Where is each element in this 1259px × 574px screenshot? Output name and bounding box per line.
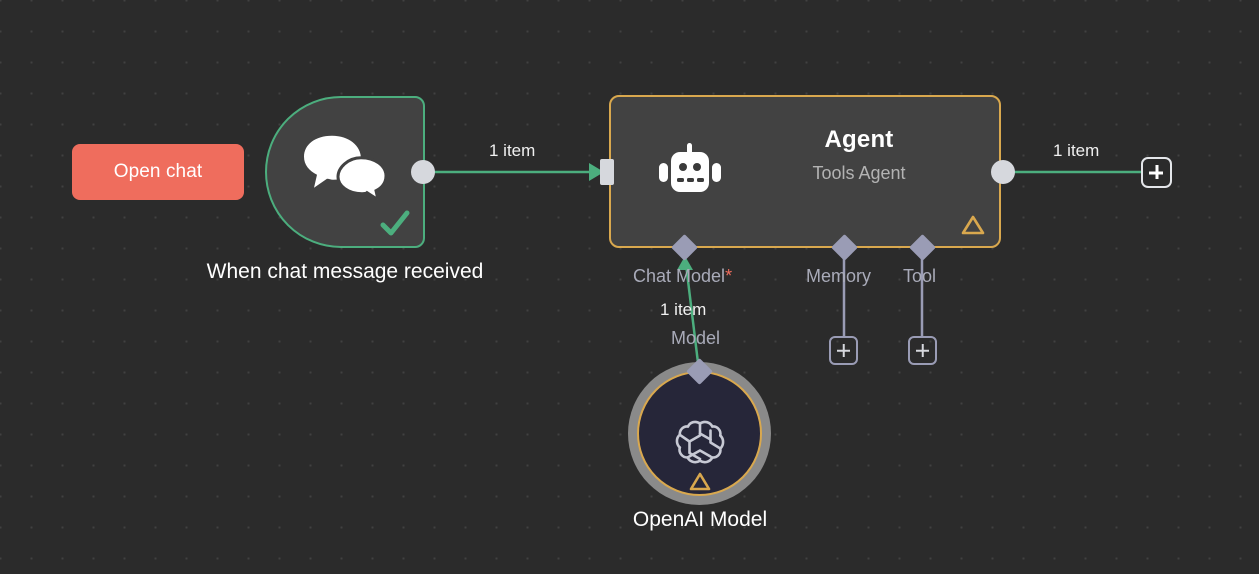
chat-bubbles-icon bbox=[304, 135, 388, 200]
edge-sublabel-openai-model: Model bbox=[671, 328, 721, 348]
check-icon bbox=[380, 210, 410, 236]
agent-input-port[interactable] bbox=[600, 159, 614, 185]
agent-port-label-chat-model-text: Chat Model bbox=[633, 266, 726, 286]
open-chat-button[interactable]: Open chat bbox=[72, 144, 244, 200]
node-openai-model[interactable] bbox=[628, 362, 771, 505]
openai-logo-icon bbox=[675, 420, 724, 464]
chat-trigger-output-port[interactable] bbox=[411, 160, 435, 184]
add-memory-button[interactable] bbox=[829, 336, 858, 365]
agent-port-label-tool: Tool bbox=[903, 266, 937, 286]
node-agent[interactable]: Agent Tools Agent bbox=[609, 95, 1001, 248]
agent-port-label-memory: Memory bbox=[806, 266, 872, 286]
node-chat-trigger-caption: When chat message received bbox=[206, 260, 484, 283]
edge-label-openai-to-agent: 1 item bbox=[660, 300, 707, 319]
edge-label-agent-to-next: 1 item bbox=[1053, 141, 1100, 160]
node-openai-model-caption: OpenAI Model bbox=[632, 508, 768, 531]
required-asterisk: * bbox=[725, 266, 733, 286]
warning-triangle-icon[interactable] bbox=[688, 470, 712, 494]
add-tool-button[interactable] bbox=[908, 336, 937, 365]
edge-trigger-to-agent bbox=[433, 163, 604, 181]
agent-output-port[interactable] bbox=[991, 160, 1015, 184]
agent-port-label-chat-model: Chat Model* bbox=[633, 266, 732, 287]
node-openai-model-body bbox=[637, 371, 762, 496]
agent-title: Agent bbox=[824, 126, 894, 153]
agent-subtitle: Tools Agent bbox=[812, 163, 906, 183]
add-node-button[interactable] bbox=[1141, 157, 1172, 188]
node-chat-trigger[interactable] bbox=[265, 96, 425, 248]
robot-icon bbox=[659, 143, 721, 192]
warning-triangle-icon[interactable] bbox=[960, 212, 986, 238]
edge-label-trigger-to-agent: 1 item bbox=[489, 141, 536, 160]
